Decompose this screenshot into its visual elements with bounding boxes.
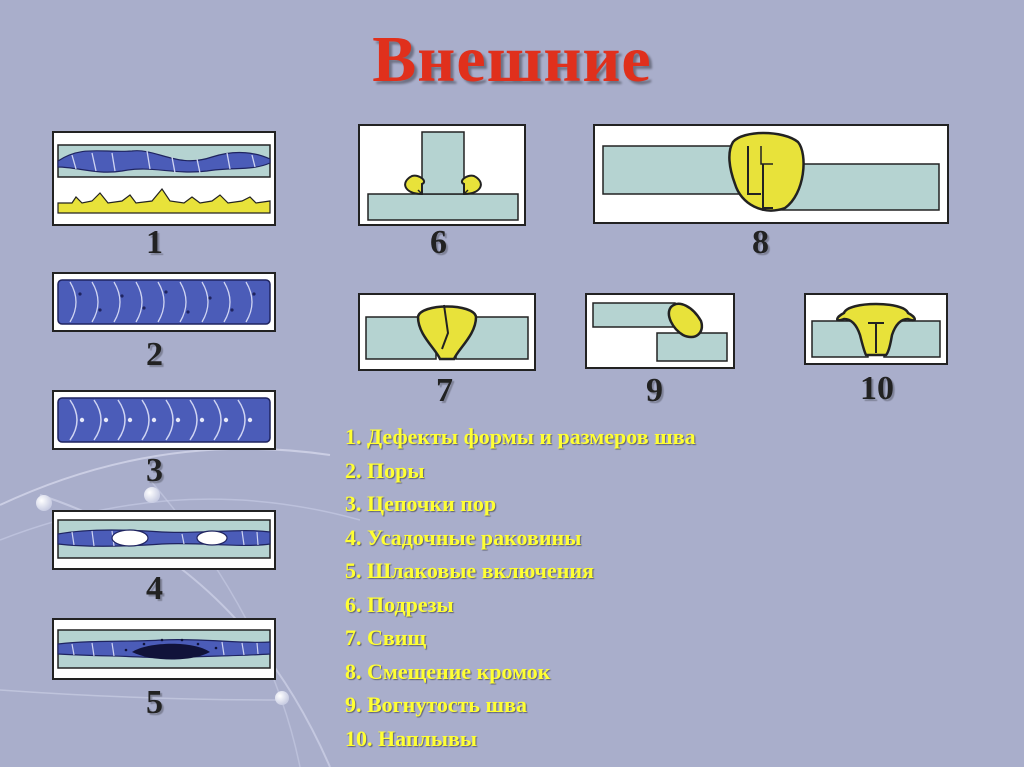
legend-item: 5. Шлаковые включения (345, 558, 594, 583)
figure-number: 2 (146, 336, 163, 373)
decor-dot (275, 691, 289, 705)
figure-5-slag-inclusions (52, 618, 276, 680)
figure-2-pores (52, 272, 276, 332)
figure-number: 1 (146, 224, 163, 261)
figure-9-weld-concavity (585, 293, 735, 369)
figure-number: 10 (860, 370, 894, 407)
figure-number: 8 (752, 224, 769, 261)
decor-dot (36, 495, 52, 511)
figure-7-fistula (358, 293, 536, 371)
slide-title: Внешние (372, 23, 652, 96)
legend-item: 2. Поры (345, 457, 425, 483)
figure-number: 6 (430, 224, 447, 261)
figure-4-shrinkage-cavities (52, 510, 276, 570)
figure-8-edge-displacement (593, 124, 949, 224)
decor-dot (144, 487, 160, 503)
legend-item: 10. Наплывы (345, 725, 478, 751)
figure-number: 7 (436, 372, 453, 409)
legend-item: 6. Подрезы (345, 591, 454, 617)
legend-item: 9. Вогнутость шва (345, 692, 528, 717)
figure-number: 9 (646, 372, 663, 409)
legend-item: 7. Свищ (345, 625, 427, 650)
legend-item: 8. Смещение кромок (345, 658, 551, 684)
figure-3-pore-chains (52, 390, 276, 450)
figure-number: 4 (146, 570, 163, 607)
figure-1-shape-defects (52, 131, 276, 226)
figure-6-undercuts (358, 124, 526, 226)
figure-number: 3 (146, 452, 163, 489)
legend-item: 3. Цепочки пор (345, 491, 497, 516)
defects-legend: 1. Дефекты формы и размеров шва 2. Поры … (345, 420, 696, 755)
figure-10-overlaps (804, 293, 948, 365)
legend-item: 1. Дефекты формы и размеров шва (345, 424, 696, 449)
figure-number: 5 (146, 684, 163, 721)
legend-item: 4. Усадочные раковины (345, 524, 582, 550)
